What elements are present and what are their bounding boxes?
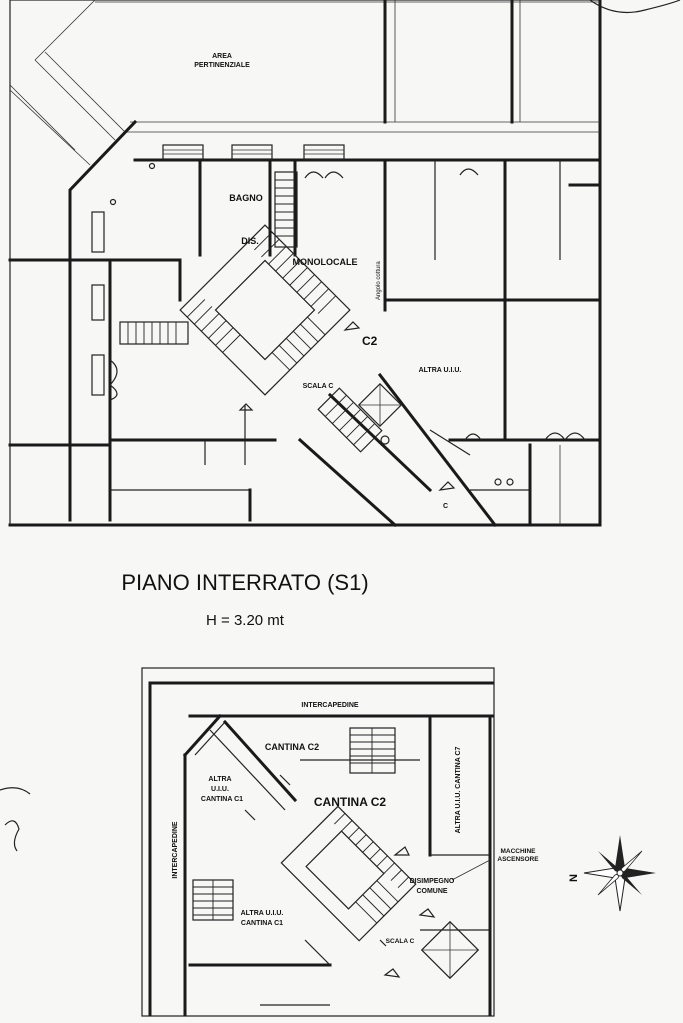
area-label-line2: PERTINENZIALE [194,62,250,69]
altra-uiu-c1b-line2: CANTINA C1 [241,920,283,927]
altra-uiu-c1b-line1: ALTRA U.I.U. [241,910,284,917]
upper-windows [162,144,345,160]
area-label-line1: AREA [212,53,232,60]
upper-doors [109,168,586,491]
lower-left-stairs [192,879,234,921]
scala-c-upper-label: SCALA C [303,383,334,390]
dis-label: DIS. [241,236,259,246]
compass-rose-icon [583,835,656,912]
altra-uiu-c1-line2: U.I.U. [211,786,229,793]
lower-doors [244,774,436,978]
bagno-label: BAGNO [229,193,263,203]
height-note: H = 3.20 mt [206,612,285,629]
upper-floor-plan: AREA PERTINENZIALE BAGNO DIS. MONOLOCALE… [8,0,602,528]
intercapedine-top-label: INTERCAPEDINE [301,702,359,709]
left-small-stairs [119,321,189,345]
compass-north-label: N [568,874,580,882]
lower-diagonal-stairs [317,387,383,453]
monolocale-label: MONOLOCALE [293,257,358,267]
lower-floor-plan: INTERCAPEDINE INTERCAPEDINE CANTINA C2 C… [141,667,539,1017]
lower-plan-border [141,667,495,1017]
handwritten-marks [0,787,31,852]
stamp-fragment [589,0,681,13]
scala-c-stairs-upper [179,224,351,396]
altra-uiu-c1-line1: ALTRA [208,776,231,783]
c-mark-label: C [443,503,448,510]
disimpegno-line1: DISIMPEGNO [410,878,455,885]
macchine-line2: ASCENSORE [497,856,539,863]
angolo-cottura-label: Angolo cottura [376,261,382,300]
elevator-shaft-upper [357,382,403,428]
scala-c-stairs-lower [280,805,417,942]
macchine-line1: MACCHINE [500,848,536,855]
lower-top-stairs [349,727,396,774]
c2-label: C2 [362,334,378,348]
altra-uiu-c7-label: ALTRA U.I.U. CANTINA C7 [455,746,462,833]
disimpegno-line2: COMUNE [416,888,447,895]
altra-uiu-label: ALTRA U.I.U. [419,367,462,374]
plan-title: PIANO INTERRATO (S1) [121,570,368,595]
scala-c-lower-label: SCALA C [386,938,415,945]
intercapedine-left-label: INTERCAPEDINE [172,821,179,879]
elevator-shaft-lower [420,920,480,980]
cantina-c2-small-label: CANTINA C2 [265,742,319,752]
cantina-c2-large-label: CANTINA C2 [314,795,387,809]
altra-uiu-c1-line3: CANTINA C1 [201,796,243,803]
